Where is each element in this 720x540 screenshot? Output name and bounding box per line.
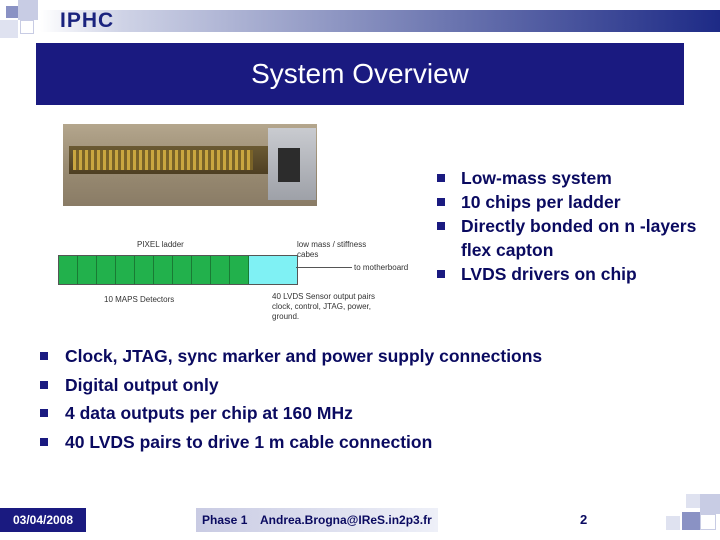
bullet-icon: [40, 409, 48, 417]
decor-square: [666, 516, 680, 530]
chip-cell: [230, 256, 249, 284]
decor-square: [18, 0, 38, 20]
list-item: Low-mass system: [437, 166, 697, 190]
list-item: LVDS drivers on chip: [437, 262, 697, 286]
bullet-icon: [437, 174, 445, 182]
page-number: 2: [580, 512, 588, 527]
decor-square: [0, 20, 18, 38]
page-title: System Overview: [251, 58, 469, 89]
chip-cell: [192, 256, 211, 284]
ladder-label: PIXEL ladder: [137, 240, 184, 249]
header-bar: [40, 10, 720, 32]
pcb-board: [69, 146, 299, 174]
decor-square: [700, 514, 716, 530]
arrow-line: [296, 267, 352, 268]
footer-date: 03/04/2008: [0, 508, 86, 532]
footer-phase: Phase 1: [202, 513, 248, 527]
chip-cell: [78, 256, 97, 284]
title-banner: System Overview: [36, 43, 684, 105]
cables-label: low mass / stiffness cabes: [297, 240, 367, 259]
list-item: 10 chips per ladder: [437, 190, 697, 214]
footer-info: Phase 1 Andrea.Brogna@IReS.in2p3.fr: [196, 508, 438, 532]
decor-square: [20, 20, 34, 34]
bullet-icon: [437, 198, 445, 206]
chip-cell: [154, 256, 173, 284]
decor-square: [686, 494, 700, 508]
detectors-label: 10 MAPS Detectors: [104, 295, 175, 304]
bullet-icon: [40, 380, 48, 389]
decor-square: [6, 6, 18, 18]
bullet-icon: [40, 352, 48, 360]
list-item: Digital output only: [40, 371, 700, 400]
brand-logo: IPHC: [60, 9, 115, 32]
connector-photo: [268, 128, 316, 200]
motherboard-label: to motherboard: [354, 263, 409, 272]
connector-socket: [278, 148, 300, 182]
list-item: 4 data outputs per chip at 160 MHz: [40, 399, 700, 428]
chip-cell: [211, 256, 230, 284]
chip-cell: [116, 256, 135, 284]
list-item: Directly bonded on n -layers flex capton: [437, 214, 697, 262]
cable-segment: [249, 256, 297, 284]
lvds-label: 40 LVDS Sensor output pairs clock, contr…: [272, 292, 376, 321]
bullet-icon: [40, 437, 48, 446]
ladder-diagram: [58, 255, 298, 285]
bullet-icon: [437, 222, 445, 230]
decor-square: [682, 512, 700, 530]
bullet-icon: [437, 270, 445, 278]
decor-square: [700, 494, 720, 514]
list-item: 40 LVDS pairs to drive 1 m cable connect…: [40, 428, 700, 457]
chip-cell: [173, 256, 192, 284]
pcb-contacts: [73, 150, 253, 170]
list-item: Clock, JTAG, sync marker and power suppl…: [40, 342, 700, 371]
footer-email: Andrea.Brogna@IReS.in2p3.fr: [260, 513, 432, 527]
chip-cell: [135, 256, 154, 284]
feature-list: Low-mass system 10 chips per ladder Dire…: [437, 166, 697, 286]
chip-cell: [97, 256, 116, 284]
detail-list: Clock, JTAG, sync marker and power suppl…: [40, 342, 700, 456]
chip-cell: [59, 256, 78, 284]
